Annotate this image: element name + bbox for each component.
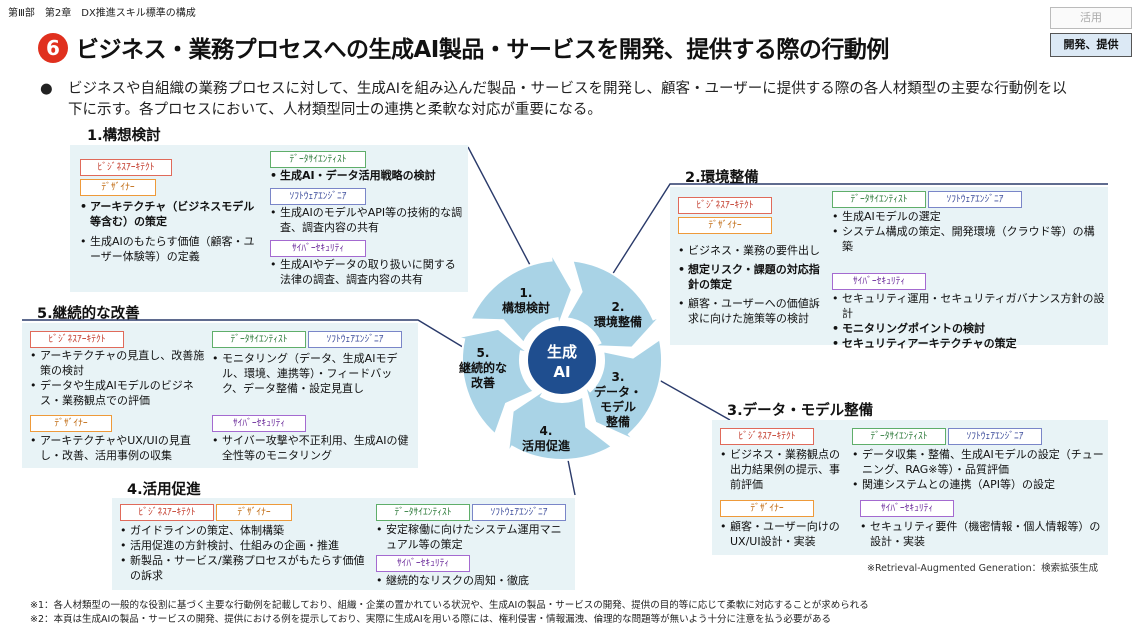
block-1-data: 生成AI・データ活用戦略の検討 — [270, 168, 465, 183]
tag-biz-architect: ﾋﾞｼﾞﾈｽｱｰｷﾃｸﾄ — [678, 197, 772, 214]
tag-data-scientist: ﾃﾞｰﾀｻｲｴﾝﾃｨｽﾄ — [212, 331, 306, 348]
tag-biz-architect: ﾋﾞｼﾞﾈｽｱｰｷﾃｸﾄ — [80, 159, 172, 176]
panel-5: ﾋﾞｼﾞﾈｽｱｰｷﾃｸﾄ アーキテクチャの見直し、改善施策の検討 データや生成A… — [22, 323, 418, 468]
block-3-cy: セキュリティ要件（機密情報・個人情報等）の設計・実装 — [860, 519, 1104, 549]
connector-lines — [22, 146, 1108, 496]
footnote-1: ※1：各人材類型の一般的な役割に基づく主要な行動例を記載しており、組織・企業の置… — [30, 600, 869, 611]
panel-3: ﾋﾞｼﾞﾈｽｱｰｷﾃｸﾄ ビジネス・業務観点の出力結果例の提示、事前評価 ﾃﾞｰ… — [712, 420, 1108, 555]
tag-data-scientist: ﾃﾞｰﾀｻｲｴﾝﾃｨｽﾄ — [852, 428, 946, 445]
wheel-label-1: 1.構想検討 — [501, 286, 550, 315]
chip-katsuyo: 活用 — [1050, 7, 1132, 29]
block-4-left: ガイドラインの策定、体制構築 活用促進の方針検討、仕組みの企画・推進 新製品・サ… — [120, 523, 370, 583]
wheel-arrow-2 — [564, 259, 662, 349]
bullet-icon: ● — [40, 81, 53, 97]
center-label-2: AI — [553, 363, 570, 381]
section-number-badge: 6 — [38, 33, 68, 63]
tag-data-scientist: ﾃﾞｰﾀｻｲｴﾝﾃｨｽﾄ — [270, 151, 366, 168]
tag-cyber-security: ｻｲﾊﾞｰｾｷｭﾘﾃｨ — [212, 415, 306, 432]
tag-cyber-security: ｻｲﾊﾞｰｾｷｭﾘﾃｨ — [860, 500, 954, 517]
connector-1 — [467, 146, 531, 266]
block-1-left: アーキテクチャ（ビジネスモデル等含む）の策定 生成AIのもたらす価値（顧客・ユー… — [80, 199, 262, 264]
tag-designer: ﾃﾞｻﾞｲﾅｰ — [678, 217, 772, 234]
wheel-label-2: 2.環境整備 — [593, 300, 642, 329]
wheel-label-5: 5.継続的な改善 — [458, 346, 507, 390]
rag-note: ※Retrieval-Augmented Generation：検索拡張生成 — [867, 563, 1099, 574]
connector-4 — [566, 454, 576, 496]
block-3-biz: ビジネス・業務観点の出力結果例の提示、事前評価 — [720, 447, 850, 492]
tag-data-scientist: ﾃﾞｰﾀｻｲｴﾝﾃｨｽﾄ — [376, 504, 470, 521]
panel-1: ﾋﾞｼﾞﾈｽｱｰｷﾃｸﾄ ﾃﾞｻﾞｲﾅｰ アーキテクチャ（ビジネスモデル等含む）… — [70, 145, 468, 292]
tag-designer: ﾃﾞｻﾞｲﾅｰ — [720, 500, 814, 517]
connector-2 — [611, 183, 1108, 276]
block-2-cy: セキュリティ運用・セキュリティガバナンス方針の設計 モニタリングポイントの検討 … — [832, 291, 1106, 351]
wheel-arrows — [456, 252, 663, 461]
tag-software-engineer: ｿﾌﾄｳｪｱｴﾝｼﾞﾆｱ — [948, 428, 1042, 445]
block-1-cy: 生成AIやデータの取り扱いに関する法律の調査、調査内容の共有 — [270, 257, 465, 287]
panel-2: ﾋﾞｼﾞﾈｽｱｰｷﾃｸﾄ ﾃﾞｻﾞｲﾅｰ ビジネス・業務の要件出し 想定リスク・… — [670, 187, 1108, 351]
wheel-label-3: 3.データ・モデル整備 — [593, 370, 642, 429]
wheel-label-4: 4.活用促進 — [521, 424, 570, 453]
section-title-3: 3.データ・モデル整備 — [727, 403, 874, 419]
tag-biz-architect: ﾋﾞｼﾞﾈｽｱｰｷﾃｸﾄ — [720, 428, 814, 445]
wheel-arrow-4 — [507, 388, 614, 461]
center-circle — [526, 324, 598, 396]
center-label-1: 生成 — [547, 343, 577, 361]
block-5-des: アーキテクチャやUX/UIの見直し・改善、活用事例の収集 — [30, 433, 206, 463]
section-title-1: 1.構想検討 — [87, 128, 161, 144]
page-title: ビジネス・業務プロセスへの生成AI製品・サービスを開発、提供する際の行動例 — [76, 37, 889, 63]
intro-paragraph: ● ビジネスや自組織の業務プロセスに対して、生成AIを組み込んだ製品・サービスを… — [40, 79, 1080, 121]
block-5-biz: アーキテクチャの見直し、改善施策の検討 データや生成AIモデルのビジネス・業務観… — [30, 348, 206, 408]
chip-kaihatsu: 開発、提供 — [1050, 33, 1132, 57]
tag-software-engineer: ｿﾌﾄｳｪｱｴﾝｼﾞﾆｱ — [928, 191, 1022, 208]
block-5-datasw: モニタリング（データ、生成AIモデル、環境、連携等）・フィードバック、データ整備… — [212, 351, 412, 396]
connector-5 — [22, 319, 477, 356]
section-title-4: 4.活用促進 — [127, 482, 201, 498]
block-4-datasw: 安定稼働に向けたシステム運用マニュアル等の策定 — [376, 522, 572, 552]
tag-designer: ﾃﾞｻﾞｲﾅｰ — [30, 415, 112, 432]
tag-designer: ﾃﾞｻﾞｲﾅｰ — [216, 504, 292, 521]
tag-data-scientist: ﾃﾞｰﾀｻｲｴﾝﾃｨｽﾄ — [832, 191, 926, 208]
tag-software-engineer: ｿﾌﾄｳｪｱｴﾝｼﾞﾆｱ — [472, 504, 566, 521]
section-title-5: 5.継続的な改善 — [37, 306, 140, 322]
block-1-sw: 生成AIのモデルやAPI等の技術的な調査、調査内容の共有 — [270, 205, 465, 235]
section-title-2: 2.環境整備 — [685, 170, 759, 186]
wheel-arrow-1 — [469, 252, 573, 345]
tag-software-engineer: ｿﾌﾄｳｪｱｴﾝｼﾞﾆｱ — [270, 188, 366, 205]
block-4-cy: 継続的なリスクの周知・徹底 — [376, 573, 572, 588]
footnote-2: ※2：本頁は生成AIの製品・サービスの開発、提供における例を提示しており、実際に… — [30, 614, 831, 625]
wheel-arrow-3 — [583, 337, 663, 442]
tag-cyber-security: ｻｲﾊﾞｰｾｷｭﾘﾃｨ — [832, 273, 926, 290]
block-2-datasw: 生成AIモデルの選定 システム構成の策定、開発環境（クラウド等）の構築 — [832, 209, 1104, 254]
tag-designer: ﾃﾞｻﾞｲﾅｰ — [80, 179, 156, 196]
connector-3 — [651, 375, 731, 421]
breadcrumb: 第Ⅲ部 第2章 DX推進スキル標準の構成 — [8, 8, 196, 19]
block-5-cy: サイバー攻撃や不正利用、生成AIの健全性等のモニタリング — [212, 433, 412, 463]
block-2-left: ビジネス・業務の要件出し 想定リスク・課題の対応指針の策定 顧客・ユーザーへの価… — [678, 243, 828, 326]
tag-cyber-security: ｻｲﾊﾞｰｾｷｭﾘﾃｨ — [270, 240, 366, 257]
tag-biz-architect: ﾋﾞｼﾞﾈｽｱｰｷﾃｸﾄ — [120, 504, 214, 521]
intro-text: ビジネスや自組織の業務プロセスに対して、生成AIを組み込んだ製品・サービスを開発… — [68, 81, 1067, 118]
block-3-des: 顧客・ユーザー向けのUX/UI設計・実装 — [720, 519, 850, 549]
tag-cyber-security: ｻｲﾊﾞｰｾｷｭﾘﾃｨ — [376, 555, 470, 572]
panel-4: ﾋﾞｼﾞﾈｽｱｰｷﾃｸﾄ ﾃﾞｻﾞｲﾅｰ ガイドラインの策定、体制構築 活用促進… — [112, 498, 575, 590]
block-3-datasw: データ収集・整備、生成AIモデルの設定（チューニング、RAG※等）・品質評価 関… — [852, 447, 1104, 492]
wheel-arrow-5 — [456, 327, 536, 437]
tag-biz-architect: ﾋﾞｼﾞﾈｽｱｰｷﾃｸﾄ — [30, 331, 124, 348]
tag-software-engineer: ｿﾌﾄｳｪｱｴﾝｼﾞﾆｱ — [308, 331, 402, 348]
